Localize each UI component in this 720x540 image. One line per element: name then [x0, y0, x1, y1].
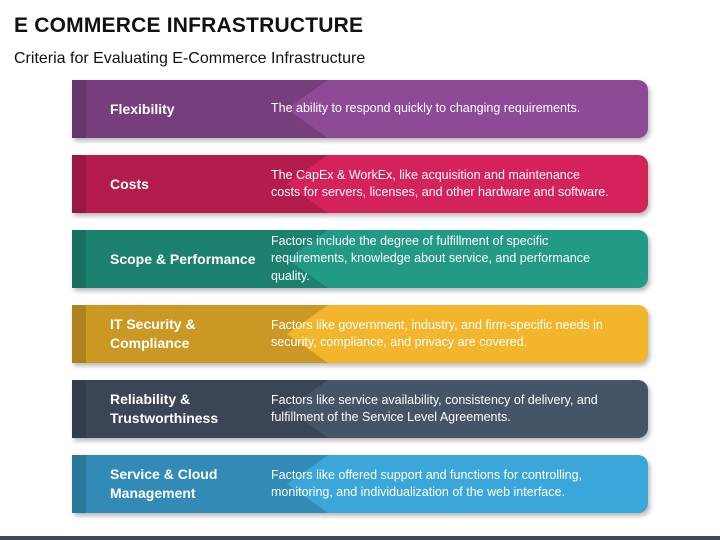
criteria-label: Reliability & Trustworthiness: [110, 391, 219, 426]
criteria-bar: [72, 305, 648, 363]
bar-fold: [72, 80, 86, 138]
page-subtitle: Criteria for Evaluating E-Commerce Infra…: [14, 50, 366, 67]
criteria-row-scope-performance: Scope & Performance Factors include the …: [72, 230, 648, 290]
criteria-label: Scope & Performance: [110, 250, 256, 267]
criteria-label: Flexibility: [110, 100, 175, 117]
criteria-description: Factors like service availability, consi…: [271, 392, 598, 425]
criteria-description: Factors include the degree of fulfillmen…: [271, 233, 590, 283]
bar-fold: [72, 380, 86, 438]
bar-fold: [72, 155, 86, 213]
criteria-bar: [72, 155, 648, 213]
criteria-description: Factors like government, industry, and f…: [271, 317, 603, 350]
criteria-description: The CapEx & WorkEx, like acquisition and…: [271, 167, 609, 200]
criteria-bar: [72, 380, 648, 438]
bar-fold: [72, 305, 86, 363]
criteria-row-it-security: IT Security & Compliance Factors like go…: [72, 305, 648, 365]
criteria-row-flexibility: Flexibility The ability to respond quick…: [72, 80, 648, 140]
criteria-row-service-cloud: Service & Cloud Management Factors like …: [72, 455, 648, 515]
criteria-description: Factors like offered support and functio…: [271, 467, 583, 500]
criteria-description: The ability to respond quickly to changi…: [271, 101, 581, 116]
footer-line: [0, 536, 720, 540]
criteria-bar: [72, 230, 648, 288]
criteria-row-costs: Costs The CapEx & WorkEx, like acquisiti…: [72, 155, 648, 215]
bar-fold: [72, 230, 86, 288]
page-title: E COMMERCE INFRASTRUCTURE: [14, 14, 364, 37]
bar-fold: [72, 455, 86, 513]
criteria-label: Service & Cloud Management: [110, 466, 218, 501]
criteria-label: IT Security & Compliance: [110, 316, 196, 351]
criteria-row-reliability: Reliability & Trustworthiness Factors li…: [72, 380, 648, 440]
criteria-bar: [72, 455, 648, 513]
criteria-label: Costs: [110, 175, 149, 192]
criteria-bar: [72, 80, 648, 138]
